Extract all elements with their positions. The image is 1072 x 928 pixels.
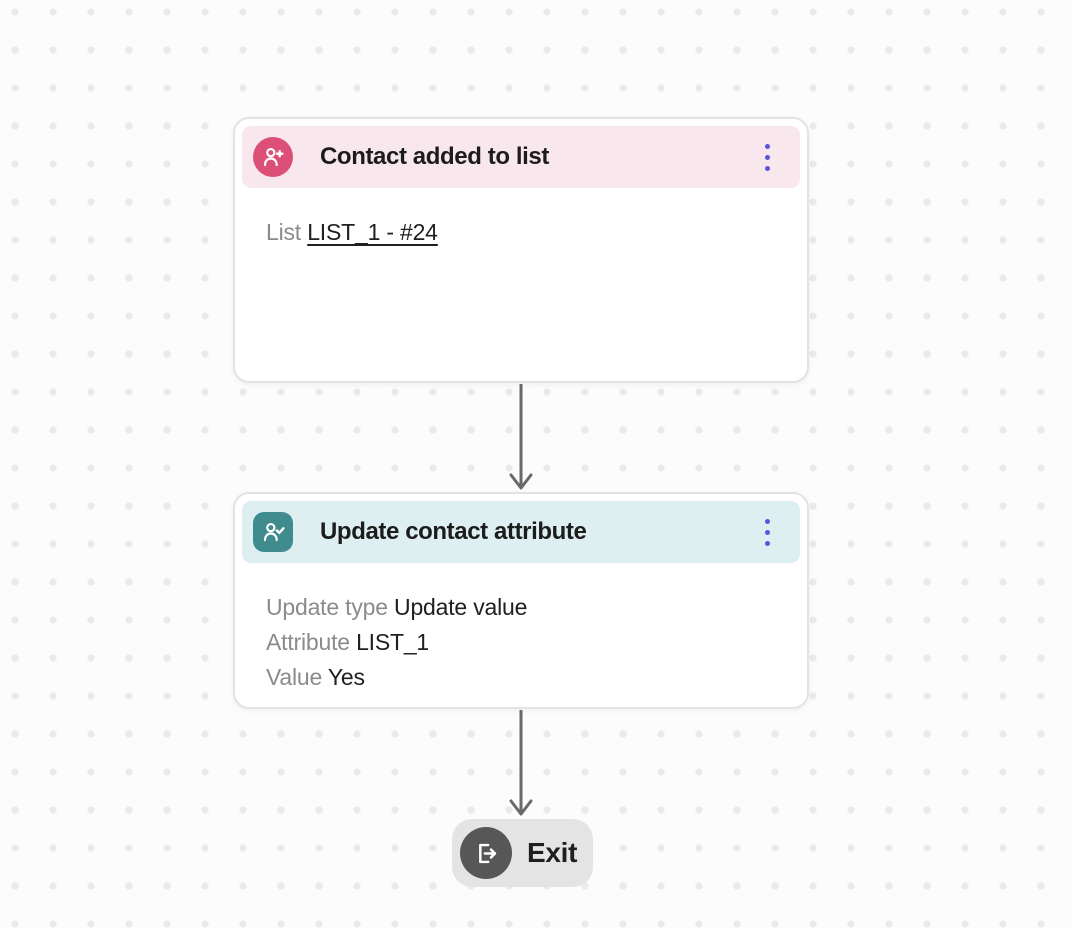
property-value: Yes	[327, 664, 365, 690]
property-label: Update type	[266, 594, 388, 620]
node-menu-button[interactable]	[754, 512, 780, 552]
property-label: List	[266, 219, 301, 245]
property-value: LIST_1	[356, 629, 430, 655]
exit-label: Exit	[527, 837, 578, 868]
exit-icon	[460, 827, 512, 879]
property-label: Attribute	[266, 629, 350, 655]
node-menu-button[interactable]	[754, 137, 780, 177]
property-label: Value	[266, 664, 323, 690]
trigger-node-header: Contact added to list	[242, 126, 800, 188]
trigger-node-card[interactable]: Contact added to list List LIST_1 - #24	[233, 117, 809, 383]
node-body: List LIST_1 - #24	[242, 188, 800, 250]
node-property: Attribute LIST_1	[266, 625, 776, 660]
person-add-icon	[253, 137, 293, 177]
node-property: Value Yes	[266, 660, 776, 695]
connector-arrow	[509, 710, 533, 816]
connector-arrow	[509, 384, 533, 490]
person-check-icon	[253, 512, 293, 552]
node-property: Update type Update value	[266, 590, 776, 625]
node-property: List LIST_1 - #24	[266, 215, 776, 250]
action-node-header: Update contact attribute	[242, 501, 800, 563]
action-node-card[interactable]: Update contact attribute Update type Upd…	[233, 492, 809, 709]
list-link[interactable]: LIST_1 - #24	[307, 219, 438, 245]
exit-node[interactable]: Exit	[452, 819, 593, 887]
kebab-menu-icon	[764, 518, 770, 524]
property-value: Update value	[394, 594, 528, 620]
node-title: Contact added to list	[320, 143, 549, 170]
node-title: Update contact attribute	[320, 518, 587, 545]
kebab-menu-icon	[764, 143, 770, 149]
node-body: Update type Update value Attribute LIST_…	[242, 563, 800, 695]
